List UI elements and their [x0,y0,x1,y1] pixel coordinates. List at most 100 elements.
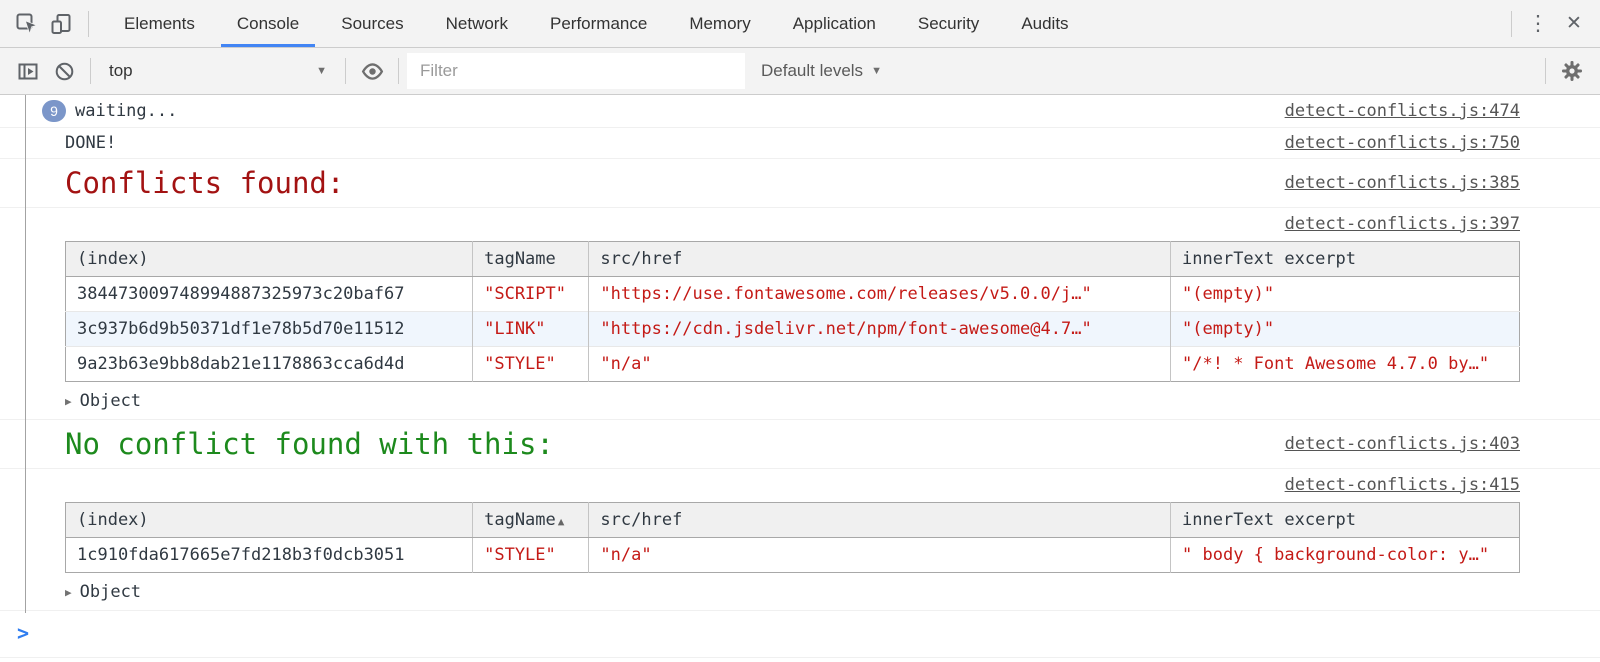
group-indent-guide [25,95,26,613]
close-devtools-button[interactable]: ✕ [1556,6,1592,42]
table-cell-innertext: "(empty)" [1171,277,1520,312]
log-levels-label: Default levels [761,61,863,81]
table-row: 384473009748994887325973c20baf67 "SCRIPT… [66,277,1520,312]
context-selector-value: top [109,61,133,81]
kebab-menu-icon: ⋮ [1528,13,1549,34]
chevron-down-icon: ▼ [316,65,327,77]
table-cell-tagname: "STYLE" [473,347,589,382]
table-cell-tagname: "LINK" [473,312,589,347]
divider [398,58,399,84]
sidebar-toggle-icon [17,60,40,83]
table-cell-srchref: "n/a" [589,347,1171,382]
console-message-conflicts-heading: Conflicts found: detect-conflicts.js:385 [0,159,1600,208]
table-header-srchref[interactable]: src/href [589,242,1171,277]
eye-button[interactable] [354,53,390,89]
table-cell-index: 384473009748994887325973c20baf67 [66,277,473,312]
divider [1545,58,1546,84]
console-output: 9 waiting... detect-conflicts.js:474 DON… [0,95,1600,662]
object-label: Object [80,582,141,602]
table-header-innertext[interactable]: innerText excerpt [1171,242,1520,277]
no-conflict-heading: No conflict found with this: [65,425,554,463]
tab-sources[interactable]: Sources [325,0,419,47]
inspect-element-button[interactable] [8,6,44,42]
tab-elements[interactable]: Elements [108,0,211,47]
object-expander[interactable]: ▶ Object [65,382,1520,413]
tab-memory[interactable]: Memory [673,0,766,47]
source-link[interactable]: detect-conflicts.js:385 [1285,173,1520,193]
table-cell-index: 1c910fda617665e7fd218b3f0dcb3051 [66,538,473,573]
table-cell-tagname: "STYLE" [473,538,589,573]
source-link[interactable]: detect-conflicts.js:750 [1285,133,1520,153]
table-cell-innertext: "(empty)" [1171,312,1520,347]
gear-icon [1560,59,1584,83]
console-message-conflicts-table: detect-conflicts.js:397 (index) tagName … [0,208,1600,420]
table-header-index[interactable]: (index) [66,242,473,277]
divider [345,58,346,84]
table-cell-srchref: "n/a" [589,538,1171,573]
table-cell-srchref: "https://use.fontawesome.com/releases/v5… [589,277,1171,312]
message-text: DONE! [65,133,116,153]
clear-console-button[interactable] [46,53,82,89]
table-header-row: (index) tagName▲ src/href innerText exce… [66,503,1520,538]
panel-tabs: Elements Console Sources Network Perform… [103,0,1090,47]
table-header-srchref[interactable]: src/href [589,503,1171,538]
table-header-row: (index) tagName src/href innerText excer… [66,242,1520,277]
source-link[interactable]: detect-conflicts.js:415 [1285,475,1520,495]
table-row: 9a23b63e9bb8dab21e1178863cca6d4d "STYLE"… [66,347,1520,382]
tab-performance[interactable]: Performance [534,0,663,47]
conflicts-found-heading: Conflicts found: [65,164,344,202]
table-cell-index: 3c937b6d9b50371df1e78b5d70e11512 [66,312,473,347]
source-link[interactable]: detect-conflicts.js:474 [1285,101,1520,121]
table-header-index[interactable]: (index) [66,503,473,538]
disclosure-triangle-icon: ▶ [65,586,72,599]
prompt-chevron-icon: > [17,622,29,644]
device-toolbar-button[interactable] [44,6,80,42]
sort-ascending-icon: ▲ [558,515,565,528]
object-expander[interactable]: ▶ Object [65,573,1520,604]
tab-network[interactable]: Network [430,0,524,47]
message-text: waiting... [75,101,177,121]
console-message-done: DONE! detect-conflicts.js:750 [0,128,1600,159]
console-toolbar: top ▼ Default levels ▼ [0,48,1600,95]
inspect-cursor-icon [15,12,38,35]
table-header-tagname[interactable]: tagName▲ [473,503,589,538]
source-link[interactable]: detect-conflicts.js:397 [1285,214,1520,234]
source-link-line: detect-conflicts.js:415 [65,471,1520,500]
divider [90,58,91,84]
divider [1511,11,1512,37]
table-cell-tagname: "SCRIPT" [473,277,589,312]
tab-console[interactable]: Console [221,0,315,47]
tab-security[interactable]: Security [902,0,995,47]
table-row: 3c937b6d9b50371df1e78b5d70e11512 "LINK" … [66,312,1520,347]
device-toolbar-icon [50,12,74,36]
table-cell-innertext: " body { background-color: y…" [1171,538,1520,573]
table-cell-index: 9a23b63e9bb8dab21e1178863cca6d4d [66,347,473,382]
disclosure-triangle-icon: ▶ [65,395,72,408]
divider [88,11,89,37]
table-header-innertext[interactable]: innerText excerpt [1171,503,1520,538]
console-message-waiting: 9 waiting... detect-conflicts.js:474 [0,95,1600,128]
chevron-down-icon: ▼ [871,65,882,77]
filter-input[interactable] [407,53,745,89]
source-link[interactable]: detect-conflicts.js:403 [1285,434,1520,454]
clear-console-icon [53,60,76,83]
table-header-tagname-label: tagName [484,510,556,530]
table-cell-innertext: "/*! * Font Awesome 4.7.0 by…" [1171,347,1520,382]
more-options-button[interactable]: ⋮ [1520,6,1556,42]
console-sidebar-toggle-button[interactable] [10,53,46,89]
settings-button[interactable] [1554,53,1590,89]
javascript-context-selector[interactable]: top ▼ [99,61,337,81]
close-icon: ✕ [1566,14,1582,33]
conflicts-table: (index) tagName src/href innerText excer… [65,241,1520,382]
object-label: Object [80,391,141,411]
console-prompt[interactable]: > [0,611,1600,658]
tab-application[interactable]: Application [777,0,892,47]
log-levels-dropdown[interactable]: Default levels ▼ [761,61,882,81]
eye-icon [360,59,385,84]
console-message-no-conflict-table: detect-conflicts.js:415 (index) tagName▲… [0,469,1600,611]
tab-audits[interactable]: Audits [1005,0,1084,47]
repeat-count-badge: 9 [42,100,66,122]
table-row: 1c910fda617665e7fd218b3f0dcb3051 "STYLE"… [66,538,1520,573]
table-header-tagname[interactable]: tagName [473,242,589,277]
